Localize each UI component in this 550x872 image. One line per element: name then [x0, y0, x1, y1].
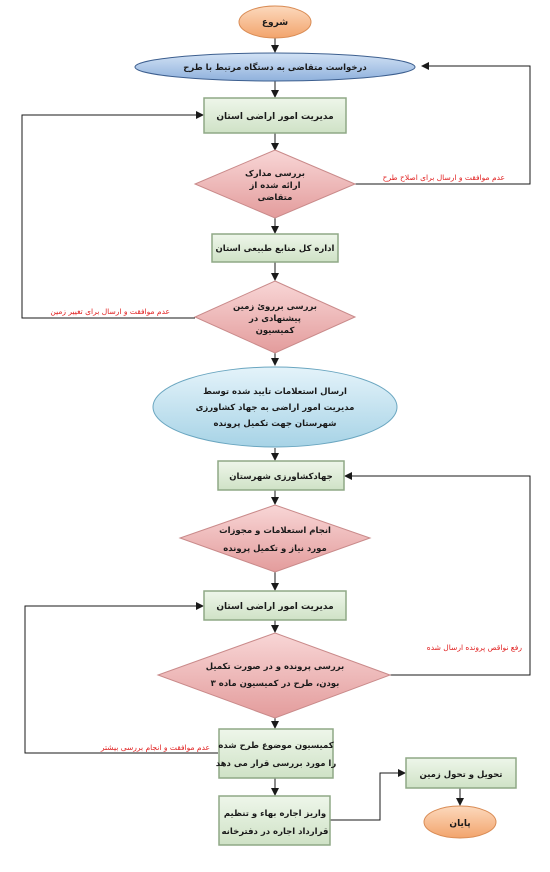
- node-review-docs-line-2: ارائه شده از: [248, 181, 300, 191]
- node-review-docs-line-3: متقاضی: [258, 193, 293, 203]
- loop-review-to-request: [355, 62, 531, 185]
- node-send-approved-line-3: شهرستان جهت تکمیل پرونده: [214, 419, 337, 429]
- node-land-mgmt-1: مدیریت امور اراضی استان: [203, 97, 347, 134]
- node-end: پایان: [423, 805, 497, 839]
- edge-label-reject-review: عدم موافقت و انجام بررسی بیشتر: [100, 743, 210, 752]
- node-end-label: پایان: [449, 819, 470, 829]
- node-county-agri-label: جهادکشاورزی شهرستان: [229, 472, 332, 482]
- node-natural-resources: اداره کل منابع طبیعی استان: [211, 233, 339, 263]
- node-start: شروع: [238, 5, 312, 39]
- node-inquiries-line-2: مورد نیاز و تکمیل پرونده: [223, 544, 327, 554]
- node-review-file-line-1: بررسی پرونده و در صورت تکمیل: [206, 662, 344, 672]
- node-handover-label: تحویل و تحول زمین: [420, 770, 503, 780]
- edge-lease-handover: [330, 769, 406, 821]
- loop-field-to-landmgmt1: [21, 111, 204, 319]
- node-field-review-line-1: بررسی بررویٔ زمین: [233, 302, 317, 312]
- node-lease-line-2: قرارداد اجاره در دفترخانه: [222, 827, 329, 837]
- node-inquiries-line-1: انجام استعلامات و مجوزات: [219, 526, 331, 536]
- node-request-label: درخواست متقاضی به دستگاه مرتبط با طرح: [183, 62, 367, 73]
- node-request: درخواست متقاضی به دستگاه مرتبط با طرح: [134, 52, 416, 82]
- node-inquiries: انجام استعلامات و مجوزات مورد نیاز و تکم…: [178, 504, 372, 573]
- loop-commission-to-landmgmt2: [24, 602, 218, 754]
- node-land-mgmt-2-label: مدیریت امور اراضی استان: [216, 602, 333, 612]
- node-lease: واریز اجاره بهاء و تنظیم قرارداد اجاره د…: [218, 795, 331, 846]
- node-land-mgmt-1-label: مدیریت امور اراضی استان: [216, 112, 333, 122]
- node-land-mgmt-2: مدیریت امور اراضی استان: [203, 590, 347, 621]
- node-field-review-line-3: کمیسیون: [256, 326, 295, 336]
- node-commission-line-1: کمیسیون موضوع طرح شده: [218, 741, 333, 751]
- node-review-docs-line-1: بررسی مدارک: [245, 169, 305, 179]
- loop-reviewfile-to-county: [344, 472, 531, 676]
- node-send-approved-line-1: ارسال استعلامات تایید شده توسط: [203, 387, 347, 397]
- node-commission: کمیسیون موضوع طرح شده را مورد بررسی قرار…: [216, 728, 337, 779]
- node-county-agri: جهادکشاورزی شهرستان: [217, 460, 345, 491]
- node-commission-line-2: را مورد بررسی قرار می دهد: [216, 759, 337, 769]
- node-field-review: بررسی بررویٔ زمین پیشنهادی در کمیسیون: [193, 280, 357, 354]
- node-review-file: بررسی پرونده و در صورت تکمیل بودن، طرح د…: [156, 632, 392, 719]
- node-send-approved: ارسال استعلامات تایید شده توسط مدیریت ام…: [152, 366, 398, 448]
- node-review-file-line-2: بودن، طرح در کمیسیون ماده ۳: [211, 679, 340, 689]
- node-natural-resources-label: اداره کل منابع طبیعی استان: [216, 244, 335, 254]
- main-flow-connectors: [271, 38, 464, 821]
- edge-label-change-land: عدم موافقت و ارسال برای تغییر زمین: [50, 307, 170, 316]
- node-send-approved-line-2: مدیریت امور اراضی به جهاد کشاورزی: [196, 403, 355, 413]
- node-start-label: شروع: [262, 18, 288, 28]
- node-field-review-line-2: پیشنهادی در: [248, 314, 301, 324]
- node-review-docs: بررسی مدارک ارائه شده از متقاضی: [193, 149, 357, 219]
- feedback-connectors: [21, 62, 531, 754]
- edge-label-fix-defects: رفع نواقص پرونده ارسال شده: [427, 643, 523, 652]
- node-lease-line-1: واریز اجاره بهاء و تنظیم: [224, 809, 326, 819]
- edge-label-fix-plan: عدم موافقت و ارسال برای اصلاح طرح: [383, 173, 505, 182]
- node-handover: تحویل و تحول زمین: [405, 757, 517, 789]
